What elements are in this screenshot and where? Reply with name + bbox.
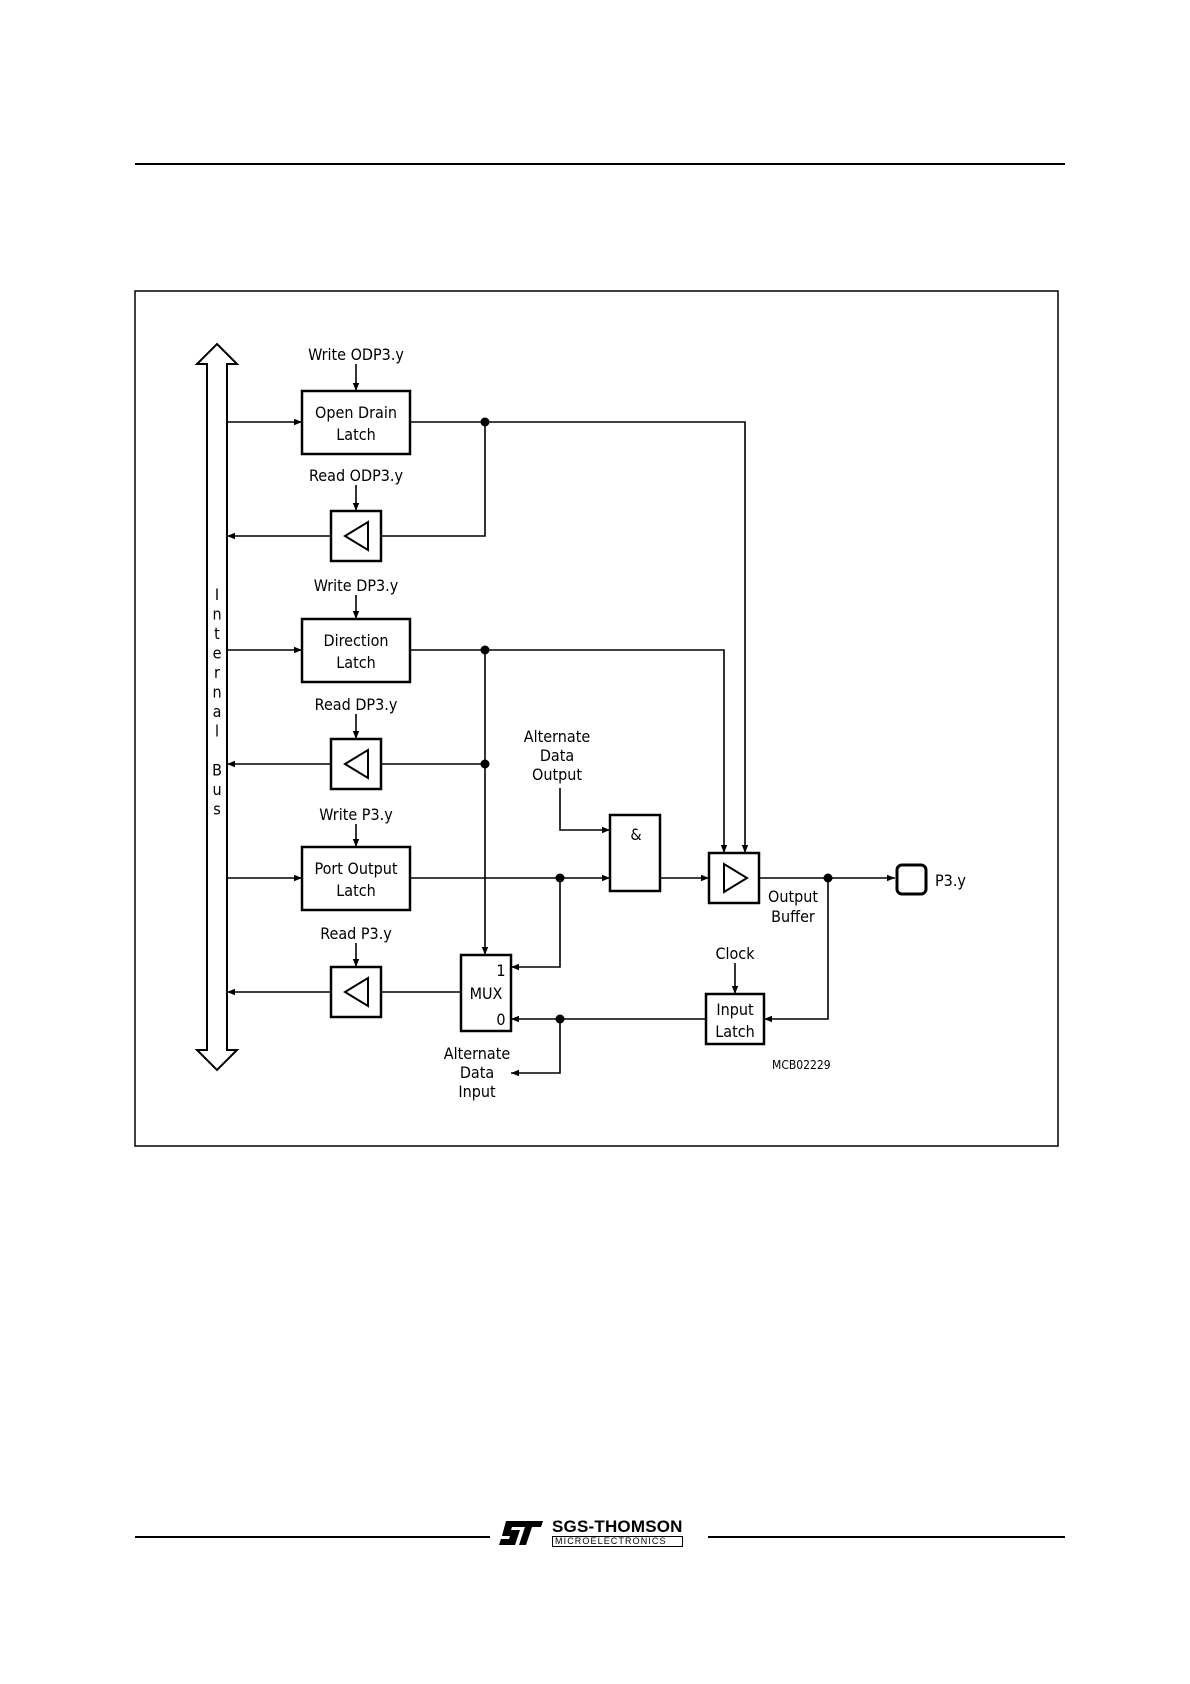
read-dp-label: Read DP3.y <box>315 695 398 714</box>
sgs-thomson-logo: SGS-THOMSON MICROELECTRONICS <box>498 1518 683 1547</box>
logo-brand: SGS-THOMSON <box>552 1517 683 1536</box>
input-latch-label-2: Latch <box>715 1022 755 1041</box>
write-p-label: Write P3.y <box>319 805 393 824</box>
mux-input-0-label: 0 <box>496 1010 505 1029</box>
alt-in-label-1: Alternate <box>444 1044 511 1063</box>
and-gate-label: & <box>630 825 641 844</box>
read-p-label: Read P3.y <box>320 924 392 943</box>
mux <box>459 953 513 1033</box>
port-output-latch <box>300 845 412 912</box>
read-dp-buffer <box>329 737 383 791</box>
read-odp-label: Read ODP3.y <box>309 466 403 485</box>
port-output-latch-label-2: Latch <box>336 881 376 900</box>
read-p-buffer <box>329 965 383 1019</box>
alt-in-label-3: Input <box>458 1082 496 1101</box>
clock-label: Clock <box>715 944 755 963</box>
logo-subtitle: MICROELECTRONICS <box>552 1536 683 1547</box>
port-output-latch-label-1: Port Output <box>314 859 397 878</box>
st-logo-icon <box>499 1520 543 1545</box>
figure-code: MCB02229 <box>772 1058 831 1072</box>
open-drain-latch <box>300 389 412 456</box>
footer-rule-left <box>135 1536 490 1538</box>
mux-input-1-label: 1 <box>496 961 505 980</box>
alt-out-label-1: Alternate <box>524 727 591 746</box>
output-buffer <box>707 851 761 905</box>
footer-rule-right <box>708 1536 1065 1538</box>
alt-out-label-2: Data <box>540 746 574 765</box>
direction-latch-label-1: Direction <box>324 631 389 650</box>
figure-frame <box>134 290 1059 1147</box>
open-drain-latch-label-1: Open Drain <box>315 403 397 422</box>
direction-latch-label-2: Latch <box>336 653 376 672</box>
open-drain-latch-label-2: Latch <box>336 425 376 444</box>
internal-bus <box>194 342 240 1072</box>
read-odp-buffer <box>329 509 383 563</box>
pin-label: P3.y <box>935 871 966 890</box>
mux-label: MUX <box>470 984 503 1003</box>
write-odp-label: Write ODP3.y <box>308 345 404 364</box>
pin-pad <box>895 863 928 896</box>
input-latch-label-1: Input <box>716 1000 754 1019</box>
output-buffer-label-2: Buffer <box>771 907 815 926</box>
header-rule <box>135 163 1065 165</box>
alt-out-label-3: Output <box>532 765 582 784</box>
junctions <box>480 417 833 1024</box>
write-dp-label: Write DP3.y <box>314 576 399 595</box>
alt-in-label-2: Data <box>460 1063 494 1082</box>
output-buffer-label-1: Output <box>768 887 818 906</box>
wires <box>227 364 895 1077</box>
and-gate <box>608 813 662 893</box>
direction-latch <box>300 617 412 684</box>
